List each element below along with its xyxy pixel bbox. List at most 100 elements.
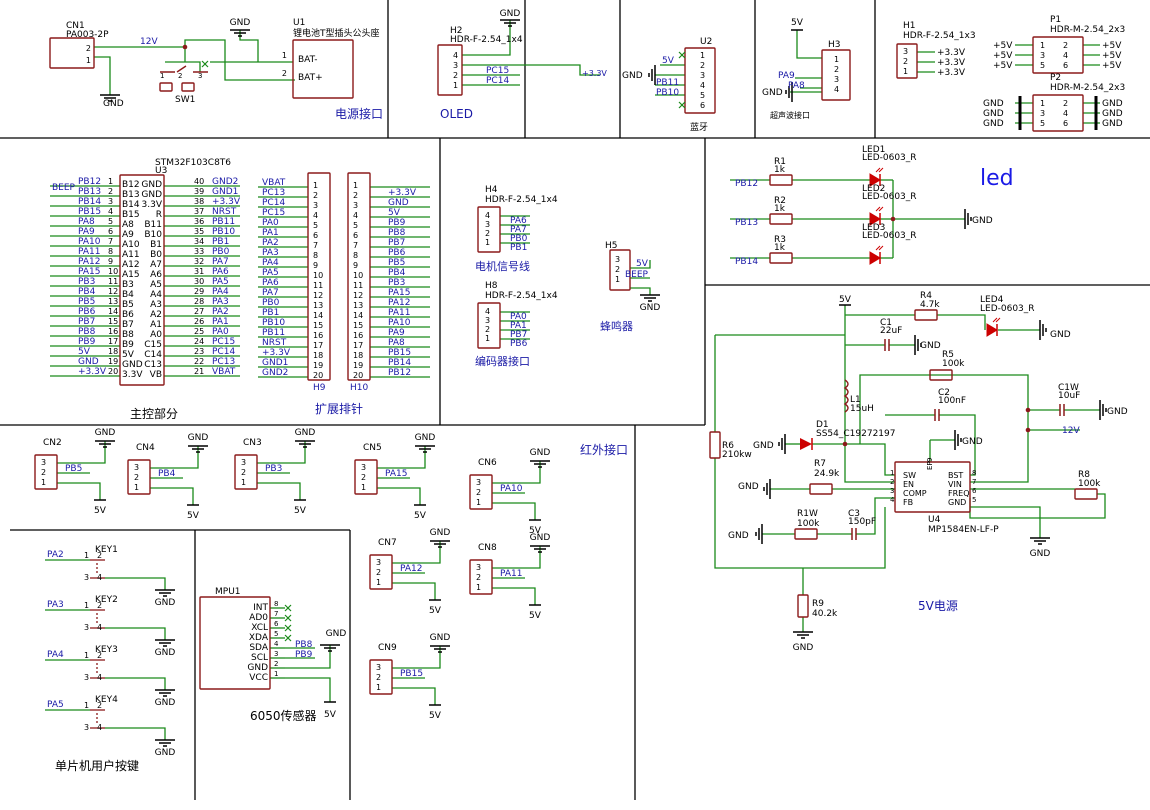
- pin-number: 2: [97, 701, 102, 710]
- cn-ref: CN6: [478, 458, 497, 468]
- pin-number: 7: [972, 478, 976, 486]
- r4-resistor: [914, 309, 938, 321]
- pushbutton-symbol: [90, 709, 105, 729]
- net-label: PA2: [47, 550, 64, 560]
- h3-header: [821, 49, 851, 101]
- r9-ref: R9: [812, 599, 824, 609]
- net-label: PB12: [735, 179, 758, 189]
- net-5v: +5V: [993, 51, 1013, 61]
- pin-name: B12: [122, 180, 140, 190]
- pin-number: 3: [84, 623, 89, 632]
- pin-number: 1: [108, 177, 113, 186]
- pin-name: A6: [150, 270, 162, 280]
- led-value: LED-0603_R: [862, 231, 917, 241]
- resistor-value: 1k: [774, 204, 786, 214]
- wire: [970, 506, 1041, 538]
- pin-number: 16: [313, 331, 323, 340]
- pin-number: 9: [313, 261, 318, 270]
- pin-number: 37: [194, 207, 204, 216]
- ground-symbol: [785, 82, 793, 102]
- pin-number: 16: [108, 327, 118, 336]
- pin-number: 15: [108, 317, 118, 326]
- pin-number: 19: [108, 357, 118, 366]
- pin-number: 13: [313, 301, 323, 310]
- pin-number: 6: [353, 231, 358, 240]
- pin-number: 3: [890, 487, 894, 495]
- led-resistor: [769, 252, 793, 264]
- net-label: PB6: [78, 307, 96, 317]
- net-label: PA1: [510, 321, 527, 331]
- switch-pad: [159, 82, 173, 92]
- key-ref: KEY4: [95, 695, 118, 705]
- net-label: GND2: [262, 368, 288, 378]
- h2-header: [437, 44, 463, 96]
- pin-number: 16: [353, 331, 363, 340]
- ground-symbol: [155, 739, 175, 747]
- pin-number: 1: [476, 583, 481, 592]
- ir-connector: [469, 474, 493, 510]
- ground-symbol: [914, 335, 922, 355]
- junction-dot: [842, 441, 848, 447]
- gnd-label: GND: [500, 9, 521, 19]
- h4-value: HDR-F-2.54_1x4: [485, 195, 558, 205]
- pin-number: 1: [890, 469, 894, 477]
- net-label: +3.3V: [262, 348, 291, 358]
- gnd-label: GND: [430, 633, 451, 643]
- net-3v3: +3.3V: [937, 58, 966, 68]
- pin-name: 5V: [122, 350, 135, 360]
- wire: [94, 39, 295, 81]
- net-label: PA10: [388, 318, 411, 328]
- ground-symbol: [954, 430, 962, 450]
- net-5v: 5V: [94, 506, 107, 516]
- h5-header: [609, 249, 631, 291]
- net-label: PA9: [78, 227, 95, 237]
- pin-name: A7: [150, 260, 162, 270]
- pin-number: 9: [108, 257, 113, 266]
- wire: [105, 627, 166, 640]
- pin-number: 34: [194, 237, 204, 246]
- net-label: PB13: [735, 218, 758, 228]
- pin-name: A12: [122, 260, 140, 270]
- pin-name: A5: [150, 280, 162, 290]
- pin-number: 6: [972, 487, 977, 495]
- pin-number: 17: [353, 341, 363, 350]
- c3-value: 150pF: [848, 517, 876, 527]
- section-title: 蓝牙: [690, 121, 708, 133]
- pushbutton-symbol: [90, 559, 105, 579]
- led-value: LED-0603_R: [862, 153, 917, 163]
- h5-ref: H5: [605, 241, 618, 251]
- wire: [105, 727, 166, 740]
- net-label: PB5: [78, 297, 95, 307]
- wire: [462, 64, 600, 76]
- led-ref: LED3: [862, 223, 885, 233]
- pin-number: 4: [97, 623, 102, 632]
- capacitor: [934, 409, 940, 421]
- l1-ref: L1: [850, 395, 861, 405]
- pin-number: 1: [84, 651, 89, 660]
- net-label: PC14: [486, 76, 509, 86]
- net-label: +3.3V: [388, 188, 417, 198]
- net-label: PC14: [212, 347, 235, 357]
- wire: [165, 61, 201, 72]
- pin-name: FREQ: [948, 489, 970, 498]
- pin-number: 38: [194, 197, 204, 206]
- pushbutton-symbol: [90, 609, 105, 629]
- net-5v: +5V: [993, 61, 1013, 71]
- pin-number: 6: [700, 101, 705, 110]
- led-symbol: [869, 167, 884, 187]
- pin-number: 3: [476, 563, 481, 572]
- wire: [285, 677, 331, 702]
- pin-number: 7: [108, 237, 113, 246]
- pin-number: 18: [353, 351, 363, 360]
- pin-number: 1: [476, 498, 481, 507]
- pin-number: 36: [194, 217, 204, 226]
- key-ref: KEY2: [95, 595, 118, 605]
- u3-mcu: [119, 174, 165, 386]
- pin-name: GND: [141, 180, 162, 190]
- r4-value: 4.7k: [920, 300, 940, 310]
- c3-ref: C3: [848, 509, 860, 519]
- c1-ref: C1: [880, 318, 892, 328]
- pin-number: 4: [890, 496, 895, 504]
- net-label: PB14: [735, 257, 758, 267]
- net-label: PA11: [500, 569, 522, 579]
